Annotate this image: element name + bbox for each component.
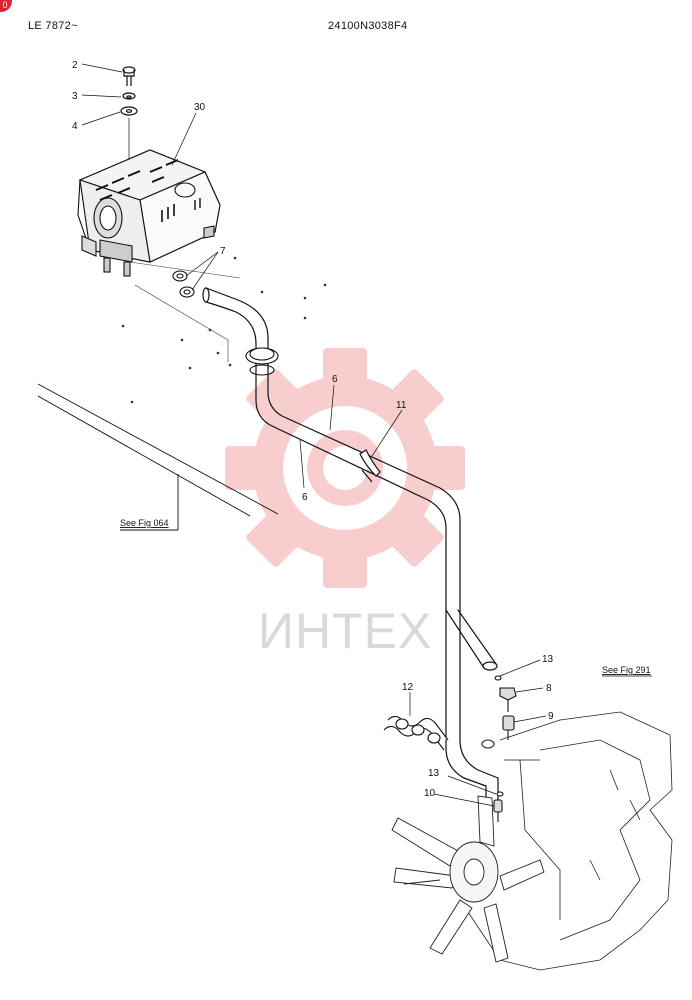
spring-washer-part (122, 92, 136, 100)
radiator-fan (391, 795, 545, 963)
callout-12: 12 (402, 682, 414, 693)
callout-3: 3 (72, 91, 78, 102)
callout-7: 7 (220, 246, 226, 257)
grommet-part (245, 347, 279, 376)
watermark-gear-icon (225, 348, 465, 588)
callout-30: 30 (194, 102, 206, 113)
callout-11: 11 (396, 400, 407, 411)
pipe-clamp-part (359, 449, 381, 483)
callout-8: 8 (546, 683, 552, 694)
mounting-guide-lines (129, 261, 241, 362)
serial-range: LE 7872~ (28, 20, 78, 32)
coolant-pipe-part (202, 287, 499, 801)
hose-clip-set-part (383, 715, 449, 751)
engine-outline (459, 711, 673, 971)
callout-9: 9 (548, 711, 554, 722)
callout-6-upper: 6 (332, 374, 338, 385)
callout-13-upper: 13 (542, 654, 554, 665)
callout-4: 4 (72, 121, 78, 132)
leader-lines (81, 63, 652, 807)
mounting-holes (121, 256, 327, 404)
reference-fig-064: See Fig 064 (120, 518, 169, 528)
heater-unit-part (77, 149, 221, 277)
bolt-part (122, 66, 136, 86)
part-code: 24100N3038F4 (328, 20, 408, 32)
callout-2: 2 (72, 60, 78, 71)
callout-6-lower: 6 (302, 492, 308, 503)
hose-clamp-part (172, 270, 195, 298)
flat-washer-part (120, 106, 138, 116)
frame-rail (37, 383, 279, 531)
pipe-ring-part (481, 739, 495, 749)
watermark-text: ИНТЕХ (258, 603, 432, 659)
callout-13-lower: 13 (428, 768, 440, 779)
callout-10: 10 (424, 788, 436, 799)
reference-fig-291: See Fig 291 (602, 665, 651, 675)
fitting-parts (493, 675, 517, 822)
